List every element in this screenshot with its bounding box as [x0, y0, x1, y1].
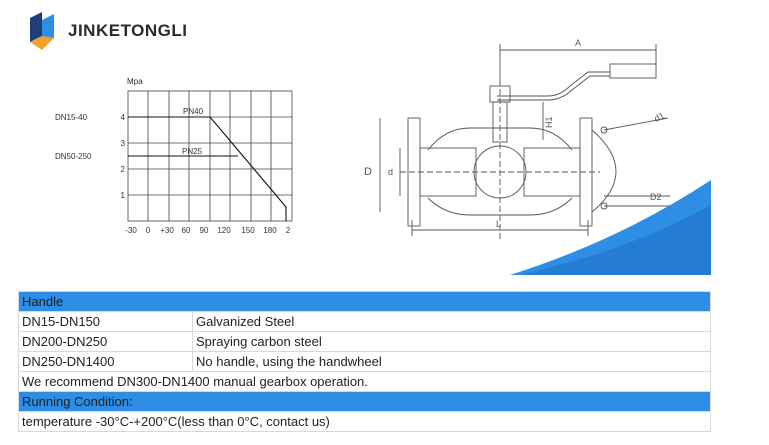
dimension-label-d2: D2 — [650, 192, 662, 202]
chart-x-tick: -30 — [125, 226, 137, 235]
size-cell: DN250-DN1400 — [18, 351, 193, 372]
chart-x-tick: 60 — [182, 226, 191, 235]
brand-logo: JINKETONGLI — [28, 12, 187, 50]
dimension-label-d1: d1 — [653, 111, 666, 124]
running-condition-header: Running Condition: — [18, 391, 711, 412]
pressure-chart: Mpa 4 3 2 1 -30 0 +30 60 90 120 — [55, 77, 293, 235]
chart-x-tick: 180 — [263, 226, 277, 235]
material-cell: Galvanized Steel — [192, 311, 711, 332]
table-row: temperature -30°C-+200°C(less than 0°C, … — [18, 411, 711, 432]
dimension-label-d-outer: D — [364, 166, 372, 178]
brand-name: JINKETONGLI — [68, 21, 188, 40]
table-row: DN15-DN150 Galvanized Steel — [18, 311, 711, 332]
figure-area: Mpa 4 3 2 1 -30 0 +30 60 90 120 — [55, 38, 711, 275]
dimension-label-l: L — [496, 219, 501, 229]
table-row: DN200-DN250 Spraying carbon steel — [18, 331, 711, 352]
chart-x-tick: 150 — [241, 226, 255, 235]
size-cell: DN15-DN150 — [18, 311, 193, 332]
table-header-row: Running Condition: — [18, 391, 711, 412]
series-name-label: PN40 — [183, 107, 204, 116]
valve-drawing — [379, 44, 670, 240]
table-row: We recommend DN300-DN1400 manual gearbox… — [18, 371, 711, 392]
material-cell: No handle, using the handwheel — [192, 351, 711, 372]
chart-x-tick: +30 — [160, 226, 174, 235]
series-range-label: DN15-40 — [55, 113, 88, 122]
series-line-pn40 — [128, 116, 287, 221]
dimension-label-d-inner: d — [388, 167, 393, 177]
decorative-corner-shade — [520, 205, 711, 275]
chart-y-tick: 2 — [121, 165, 126, 174]
series-name-label: PN25 — [182, 147, 203, 156]
chart-x-tick: 90 — [200, 226, 209, 235]
chart-y-tick: 4 — [121, 113, 126, 122]
dimension-label-h1: H1 — [544, 116, 554, 128]
size-cell: DN200-DN250 — [18, 331, 193, 352]
spec-table: Handle DN15-DN150 Galvanized Steel DN200… — [18, 291, 711, 432]
table-header-row: Handle — [18, 291, 711, 312]
chart-x-tick: 2 — [286, 226, 291, 235]
chart-x-tick: 120 — [217, 226, 231, 235]
series-range-label: DN50-250 — [55, 152, 92, 161]
recommend-cell: We recommend DN300-DN1400 manual gearbox… — [18, 371, 711, 392]
temperature-cell: temperature -30°C-+200°C(less than 0°C, … — [18, 411, 711, 432]
chart-y-unit: Mpa — [127, 77, 143, 86]
handle-header: Handle — [18, 291, 711, 312]
chart-y-tick: 3 — [121, 139, 126, 148]
material-cell: Spraying carbon steel — [192, 331, 711, 352]
chart-x-tick: 0 — [146, 226, 151, 235]
dimension-label-a: A — [575, 38, 581, 48]
table-row: DN250-DN1400 No handle, using the handwh… — [18, 351, 711, 372]
brand-logo-icon — [30, 12, 54, 50]
chart-y-tick: 1 — [121, 191, 126, 200]
